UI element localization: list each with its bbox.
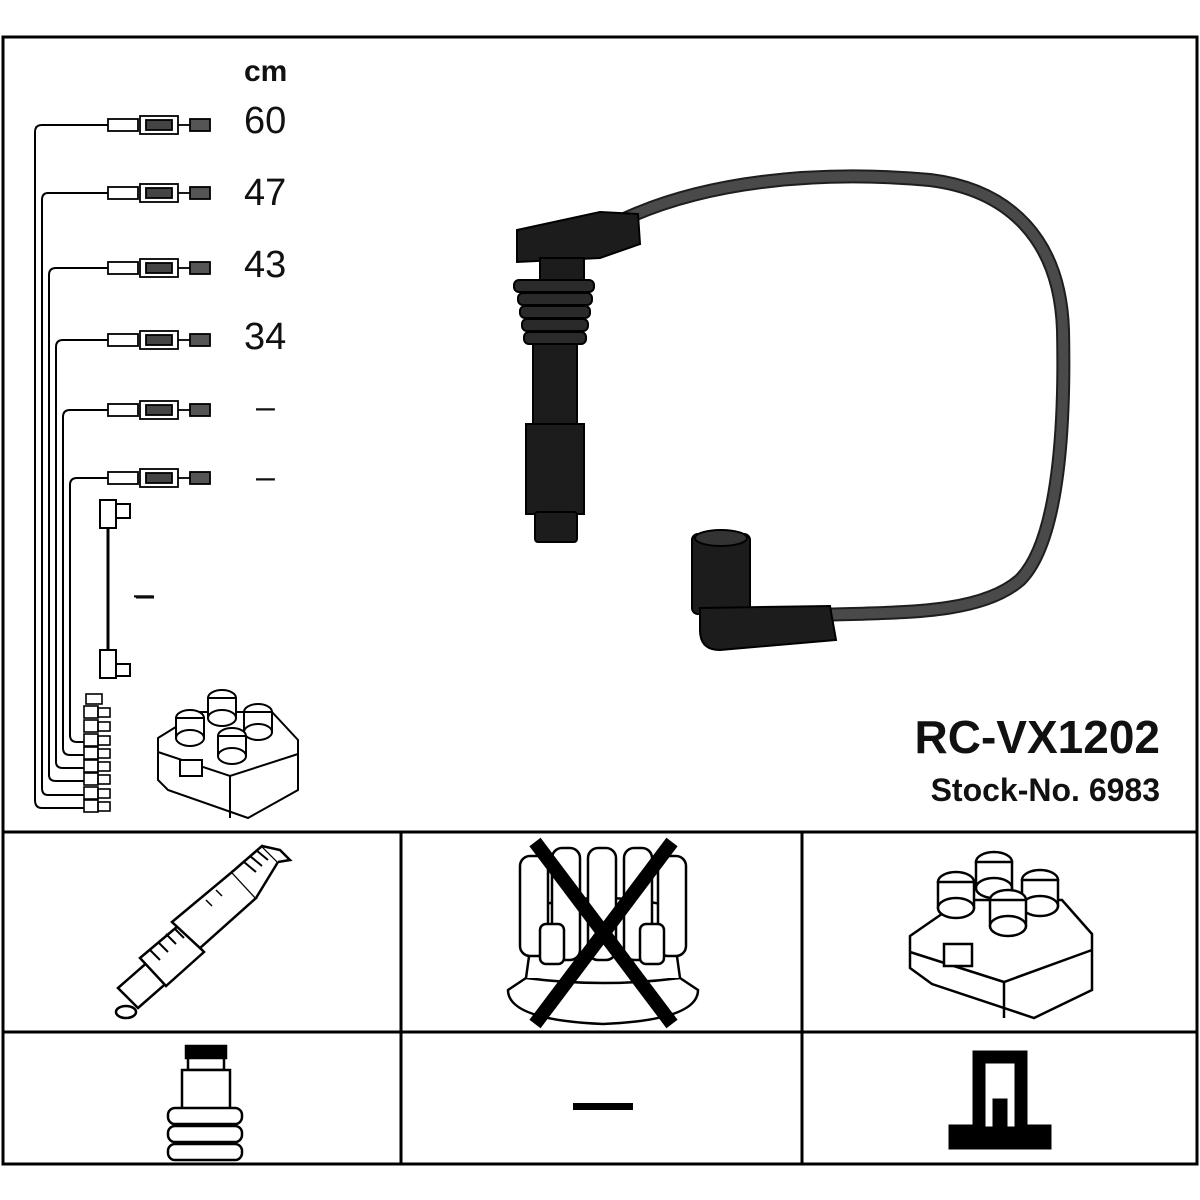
length-unit-label: cm: [244, 55, 288, 88]
ignition-coil-small-icon: [157, 689, 299, 820]
coil-link-cable: [99, 499, 154, 679]
cable-connector-47: [107, 183, 211, 203]
coil-connector-illustration: [691, 529, 838, 652]
bundle-terminals: [83, 693, 111, 813]
cable-connector-34: [107, 330, 211, 350]
cable-length-label-6: –: [256, 458, 275, 496]
cable-connector-5: [107, 400, 211, 420]
cable-length-label-1: 60: [244, 100, 287, 142]
ignition-coil-icon: [908, 850, 1094, 1020]
part-number: RC-VX1202: [914, 711, 1160, 763]
cable-length-label-5: –: [256, 388, 275, 426]
excluded-cross-icon: [529, 837, 678, 1029]
spark-plug-icon: [114, 844, 293, 1020]
coil-connector-icon: [948, 1050, 1052, 1150]
ignition-cable-illustration: [513, 169, 1071, 652]
cable-length-label-4: 34: [244, 316, 287, 358]
stock-number: Stock-No. 6983: [930, 772, 1160, 808]
spark-plug-boot-illustration: [513, 210, 642, 543]
not-applicable-mark: [573, 1103, 633, 1110]
cable-connector-60: [107, 115, 211, 135]
frame-grid: [1, 35, 1199, 1166]
cable-length-label-2: 47: [244, 172, 287, 214]
cable-connector-43: [107, 258, 211, 278]
cable-set-overview: [34, 124, 111, 813]
spark-plug-boot-icon: [166, 1044, 244, 1162]
cable-length-label-3: 43: [244, 244, 287, 286]
cable-connector-6: [107, 468, 211, 488]
cable-length-label-7: –: [134, 575, 153, 613]
